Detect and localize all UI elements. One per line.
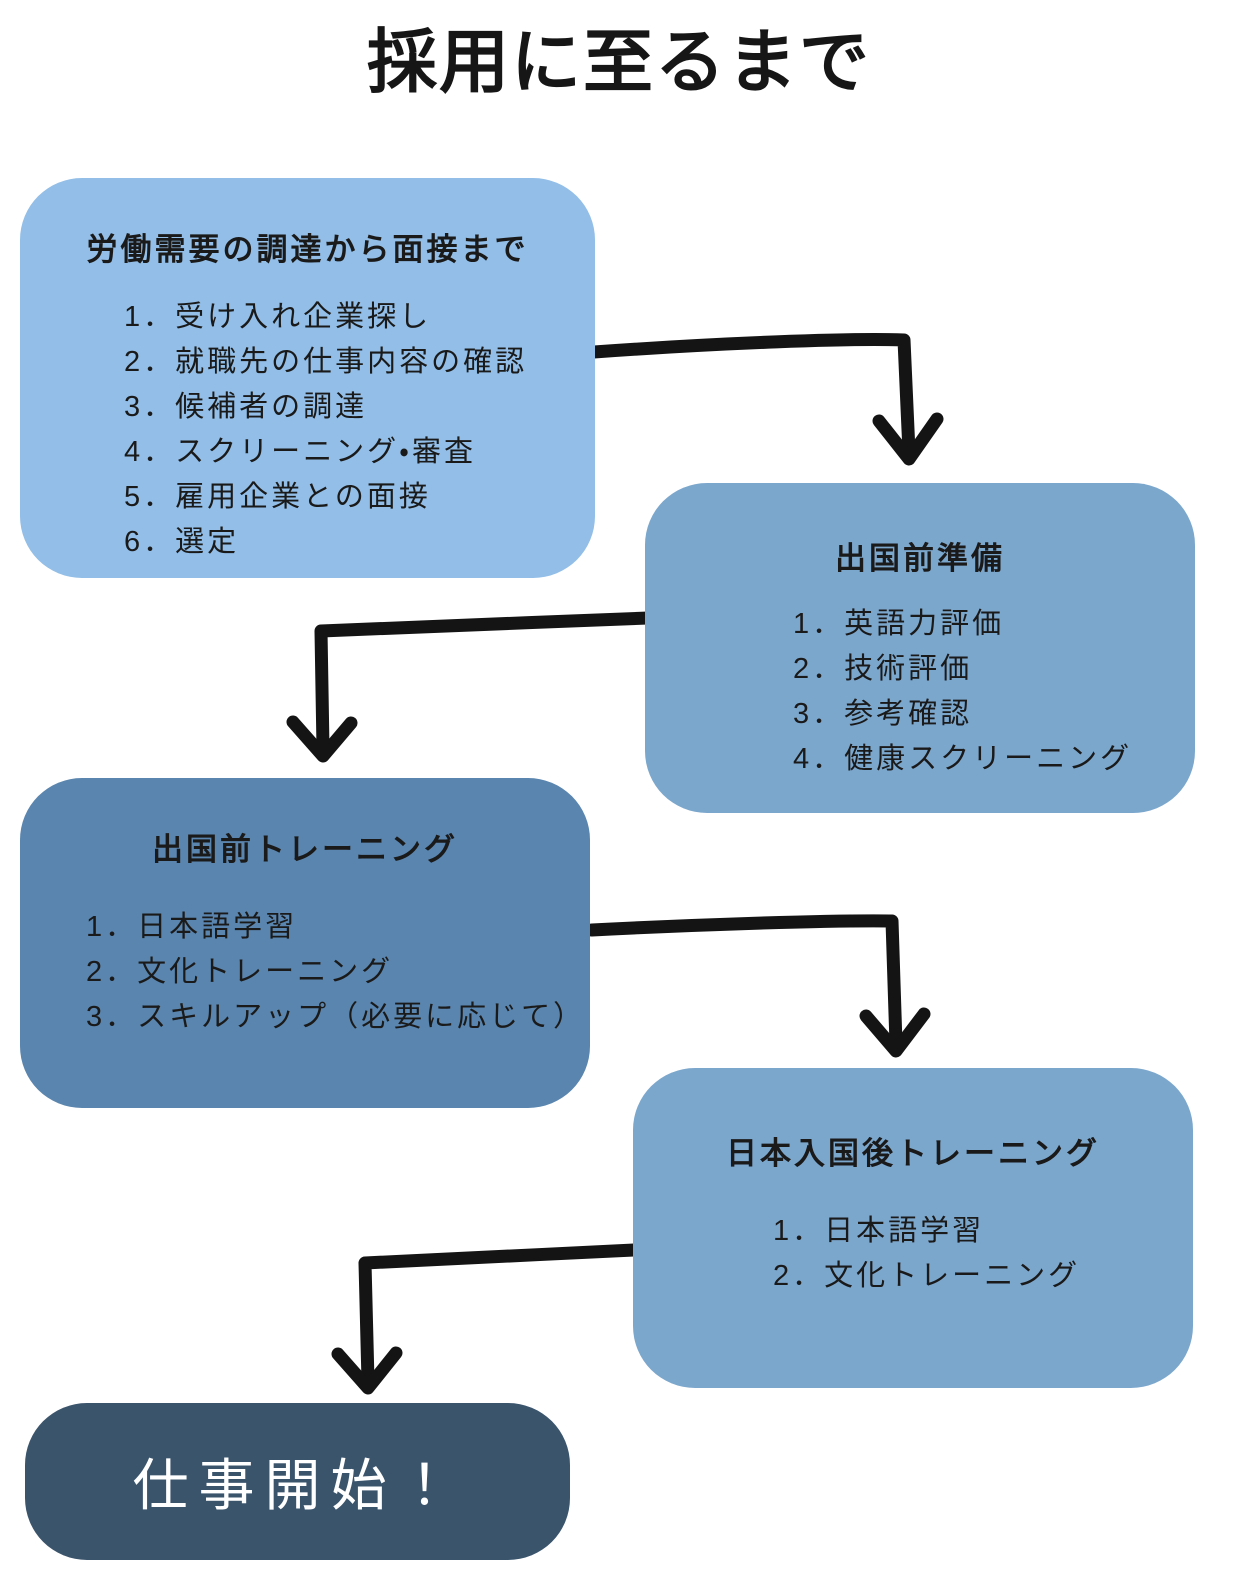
flow-box-start-work: 仕事開始！ bbox=[25, 1403, 570, 1560]
box-item-list: 1．日本語学習 2．文化トレーニング 3．スキルアップ（必要に応じて） bbox=[20, 905, 590, 1040]
list-item: 3．候補者の調達 bbox=[124, 391, 368, 423]
box-title: 日本入国後トレーニング bbox=[726, 1136, 1100, 1171]
box-title: 仕事開始！ bbox=[132, 1454, 463, 1517]
box-title: 出国前トレーニング bbox=[152, 832, 458, 867]
list-item: 1．英語力評価 bbox=[793, 608, 1005, 640]
box-title: 出国前準備 bbox=[835, 541, 1005, 576]
list-item: 4．スクリーニング・審査 bbox=[124, 436, 476, 468]
box-item-list: 1．日本語学習 2．文化トレーニング bbox=[633, 1209, 1193, 1299]
box-item-list: 1．英語力評価 2．技術評価 3．参考確認 4．健康スクリーニング bbox=[645, 602, 1195, 782]
list-item: 2．技術評価 bbox=[793, 653, 973, 685]
arrow-box1-to-box2 bbox=[587, 333, 944, 466]
list-item: 3．参考確認 bbox=[793, 698, 973, 730]
list-item: 6．選定 bbox=[124, 526, 240, 558]
flow-box-pre-departure-training: 出国前トレーニング 1．日本語学習 2．文化トレーニング 3．スキルアップ（必要に応… bbox=[20, 778, 590, 1108]
list-item: 1．日本語学習 bbox=[773, 1215, 985, 1247]
box-title: 労働需要の調達から面接まで bbox=[86, 232, 529, 267]
list-item: 3．スキルアップ（必要に応じて） bbox=[86, 1001, 586, 1033]
box-item-list: 1．受け入れ企業探し 2．就職先の仕事内容の確認 3．候補者の調達 4．スクリーニング… bbox=[20, 295, 595, 565]
list-item: 1．日本語学習 bbox=[86, 911, 298, 943]
arrow-box3-to-box4 bbox=[585, 914, 931, 1058]
flow-box-sourcing-to-interview: 労働需要の調達から面接まで 1．受け入れ企業探し 2．就職先の仕事内容の確認 3．候… bbox=[20, 178, 595, 578]
list-item: 5．雇用企業との面接 bbox=[124, 481, 431, 513]
list-item: 4．健康スクリーニング bbox=[793, 743, 1133, 775]
list-item: 1．受け入れ企業探し bbox=[124, 301, 432, 333]
flow-box-post-arrival-japan-training: 日本入国後トレーニング 1．日本語学習 2．文化トレーニング bbox=[633, 1068, 1193, 1388]
list-item: 2．文化トレーニング bbox=[773, 1260, 1081, 1292]
page-title: 採用に至るまで bbox=[367, 23, 871, 101]
flow-box-pre-departure-preparation: 出国前準備 1．英語力評価 2．技術評価 3．参考確認 4．健康スクリーニング bbox=[645, 483, 1195, 813]
arrow-box4-to-box5 bbox=[331, 1243, 641, 1395]
list-item: 2．就職先の仕事内容の確認 bbox=[124, 346, 528, 378]
arrow-box2-to-box3 bbox=[286, 611, 655, 763]
list-item: 2．文化トレーニング bbox=[86, 956, 394, 988]
